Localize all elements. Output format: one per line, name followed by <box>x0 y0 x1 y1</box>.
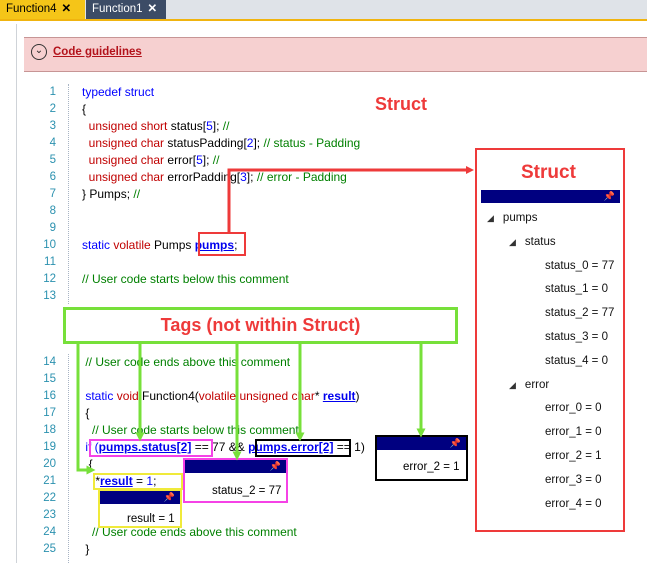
struct-arrow <box>229 170 470 232</box>
tag-arrow <box>78 344 91 470</box>
